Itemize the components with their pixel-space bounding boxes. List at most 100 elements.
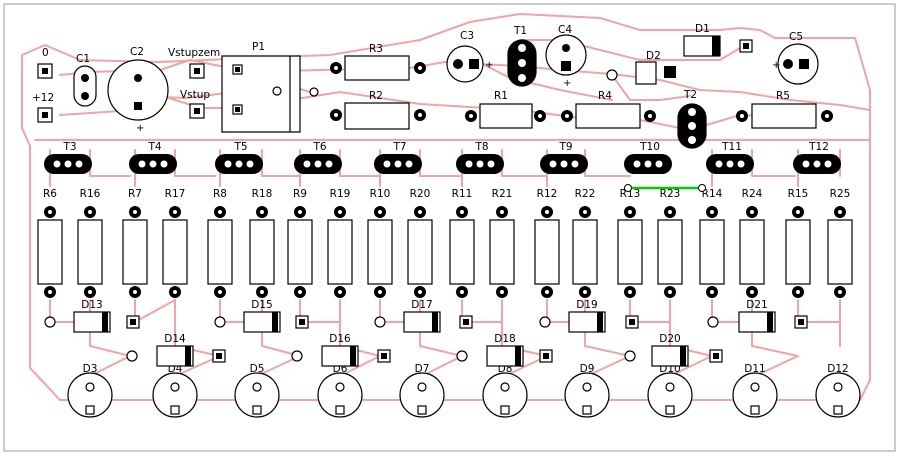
resistor-pad-bottom-hole [750, 290, 754, 294]
transistor-pin [314, 160, 322, 168]
resistor-pad-top-hole [133, 210, 137, 214]
jumper-wire [624, 184, 706, 192]
led-d5 [234, 372, 280, 418]
label-r18: R18 [252, 188, 273, 200]
label-t8: T8 [474, 141, 488, 153]
resistor-r13 [617, 219, 643, 285]
diode-band [767, 312, 773, 332]
label-r15: R15 [788, 188, 809, 200]
led-pin [335, 382, 345, 392]
label-t11: T11 [721, 141, 742, 153]
label-c5: C5 [789, 31, 803, 43]
resistor-pad-top-hole [298, 210, 302, 214]
resistor-r17 [162, 219, 188, 285]
transistor-pin [64, 160, 72, 168]
resistor-pad-bottom-hole [500, 290, 504, 294]
diode-band [272, 312, 278, 332]
resistor-pad-bottom-hole [710, 290, 714, 294]
label-t12: T12 [808, 141, 829, 153]
resistor-r19 [327, 219, 353, 285]
resistor-pad-top-hole [668, 210, 672, 214]
transistor-pin [138, 160, 146, 168]
transistor-pin [224, 160, 232, 168]
label-0: 0 [42, 47, 49, 59]
resistor-r14 [699, 219, 725, 285]
label-d16: D16 [329, 333, 351, 345]
resistor-r25 [827, 219, 853, 285]
resistor-r22 [572, 219, 598, 285]
led-pin [85, 382, 95, 392]
resistor-pad-bottom-hole [88, 290, 92, 294]
resistor-pad-bottom-hole [628, 290, 632, 294]
led-d8 [482, 372, 528, 418]
transistor-pin [53, 160, 61, 168]
diode-d19 [568, 311, 606, 333]
label-vstupzem: Vstupzem [168, 47, 220, 59]
label-d18: D18 [494, 333, 515, 345]
label-d11: D11 [744, 363, 765, 375]
diode-pad [291, 350, 303, 362]
resistor-pad-top-hole [583, 210, 587, 214]
diode-pad [126, 350, 138, 362]
label-r9: R9 [293, 188, 307, 200]
transistor-pin [325, 160, 333, 168]
label-r7: R7 [128, 188, 142, 200]
resistor-r20 [407, 219, 433, 285]
transistor-pin [715, 160, 723, 168]
led-pin-square [582, 405, 592, 415]
resistor-r18 [249, 219, 275, 285]
label-d1: D1 [695, 23, 710, 35]
resistor-pad-bottom-hole [260, 290, 264, 294]
label-t9: T9 [558, 141, 572, 153]
label-c1: C1 [76, 53, 90, 65]
label-c2: C2 [130, 46, 144, 58]
resistor-pad-top-hole [710, 210, 714, 214]
diode-band [102, 312, 108, 332]
diode-pad-hole [216, 353, 222, 359]
label-r25: R25 [830, 188, 851, 200]
diode-pad-hole [130, 319, 136, 325]
transistor-pin [633, 160, 641, 168]
resistor-r16 [77, 219, 103, 285]
diode-d20 [651, 345, 689, 367]
label-r1: R1 [494, 90, 508, 102]
label-c4: C4 [558, 24, 572, 36]
resistor-pad-bottom-hole [838, 290, 842, 294]
top-labels: 0 +12 C1 C2 + Vstupzem Vstup P1 R3 R2 C3… [32, 23, 803, 134]
diode-pad-hole [798, 319, 804, 325]
label-t10: T10 [639, 141, 660, 153]
transistor-pin [644, 160, 652, 168]
diode-pad-hole [543, 353, 549, 359]
resistor-r7 [122, 219, 148, 285]
label-p1: P1 [252, 41, 265, 53]
c4-polarity: + [563, 78, 571, 89]
c3-polarity: + [485, 60, 493, 71]
transistor-pin [726, 160, 734, 168]
transistor-pin [149, 160, 157, 168]
diode-pad [44, 316, 56, 328]
led-pin-square [170, 405, 180, 415]
resistor-pad-bottom-hole [338, 290, 342, 294]
resistor-pad-top-hole [838, 210, 842, 214]
led-d4 [152, 372, 198, 418]
resistor-r6 [37, 219, 63, 285]
led-pin-square [252, 405, 262, 415]
led-pin [417, 382, 427, 392]
diode-pad [539, 316, 551, 328]
diode-d13 [73, 311, 111, 333]
transistor-pin [75, 160, 83, 168]
resistor-r8 [207, 219, 233, 285]
led-pin [665, 382, 675, 392]
transistor-pin [487, 160, 495, 168]
diode-d15 [243, 311, 281, 333]
diode-pad-hole [381, 353, 387, 359]
led-pin-square [335, 405, 345, 415]
led-d10 [647, 372, 693, 418]
label-t5: T5 [233, 141, 247, 153]
diode-d14 [156, 345, 194, 367]
transistor-pin [802, 160, 810, 168]
led-d7 [399, 372, 445, 418]
transistor-pin [405, 160, 413, 168]
transistor-pin [813, 160, 821, 168]
